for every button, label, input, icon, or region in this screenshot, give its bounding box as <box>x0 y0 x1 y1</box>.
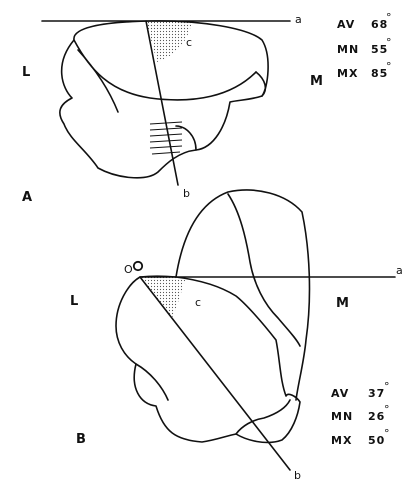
panel-b-stat-mx-label: MX <box>331 434 352 447</box>
panel-a-line-b <box>145 20 179 186</box>
panel-a-letter: A <box>22 190 32 205</box>
panel-b-origin-label: O <box>124 263 133 276</box>
panel-b-letter: B <box>76 432 86 447</box>
panel-b-lateral-label: L <box>70 294 78 309</box>
panel-a-hatch-marks <box>149 121 183 155</box>
panel-a-bone-outline <box>59 20 269 179</box>
panel-b-stat-mn-label: MN <box>331 410 353 423</box>
panel-b-stat-av-unit: ° <box>384 380 390 393</box>
panel-a-medial-bulge <box>255 71 267 97</box>
panel-b-origin-circle <box>132 260 144 272</box>
panel-a-angle-wedge <box>146 21 192 62</box>
panel-b-medial-label: M <box>336 296 349 311</box>
panel-a-stat-av-label: AV <box>337 18 355 31</box>
panel-a-stat-mx-label: MX <box>337 67 358 80</box>
panel-b-stat-mx-unit: ° <box>384 427 390 440</box>
panel-a-stat-mn-label: MN <box>337 43 359 56</box>
panel-b-lower-facet <box>235 399 291 435</box>
panel-b-stat-mx-value: 50 <box>368 434 385 447</box>
panel-b-line-b <box>139 276 291 471</box>
panel-a-stats: AV 68 ° MN 55 ° MX 85 ° <box>337 11 392 80</box>
panel-b-stat-mn-value: 26 <box>368 410 385 423</box>
panel-a-stat-mx-unit: ° <box>386 60 392 73</box>
panel-a-stat-av-unit: ° <box>386 11 392 24</box>
panel-b-stats: AV 37 ° MN 26 ° MX 50 ° <box>331 380 390 447</box>
panel-a-medial-label: M <box>310 74 323 89</box>
panel-b-line-a-label: a <box>396 264 403 277</box>
panel-b-main-outline <box>115 275 301 444</box>
panel-a-stat-mn-unit: ° <box>386 36 392 49</box>
panel-a-angle-label: c <box>186 36 192 49</box>
panel-a-lateral-label: L <box>22 65 30 80</box>
panel-b-line-b-label: b <box>294 469 301 482</box>
panel-b-stat-av-value: 37 <box>368 387 385 400</box>
panel-a: a b c L M A AV 68 ° MN 55 ° MX 85 ° <box>22 11 392 205</box>
panel-b-stat-mn-unit: ° <box>384 403 390 416</box>
panel-b-stat-av-label: AV <box>331 387 349 400</box>
panel-b-angle-wedge <box>140 277 186 318</box>
panel-a-lateral-contour <box>77 49 119 113</box>
panel-b: a b c O L M B AV 37 ° MN 26 ° MX 50 ° <box>70 189 403 482</box>
panel-a-stat-mn-value: 55 <box>371 43 388 56</box>
panel-a-line-b-label: b <box>183 187 190 200</box>
panel-b-inner-contour <box>135 363 169 401</box>
panel-a-lower-notch <box>175 125 197 151</box>
panel-b-angle-label: c <box>195 296 201 309</box>
panel-a-stat-mx-value: 85 <box>371 67 388 80</box>
panel-a-stat-av-value: 68 <box>371 18 388 31</box>
panel-a-line-a-label: a <box>295 13 302 26</box>
panel-b-upper-outline <box>175 189 311 401</box>
panel-b-medial-groove <box>227 193 301 347</box>
